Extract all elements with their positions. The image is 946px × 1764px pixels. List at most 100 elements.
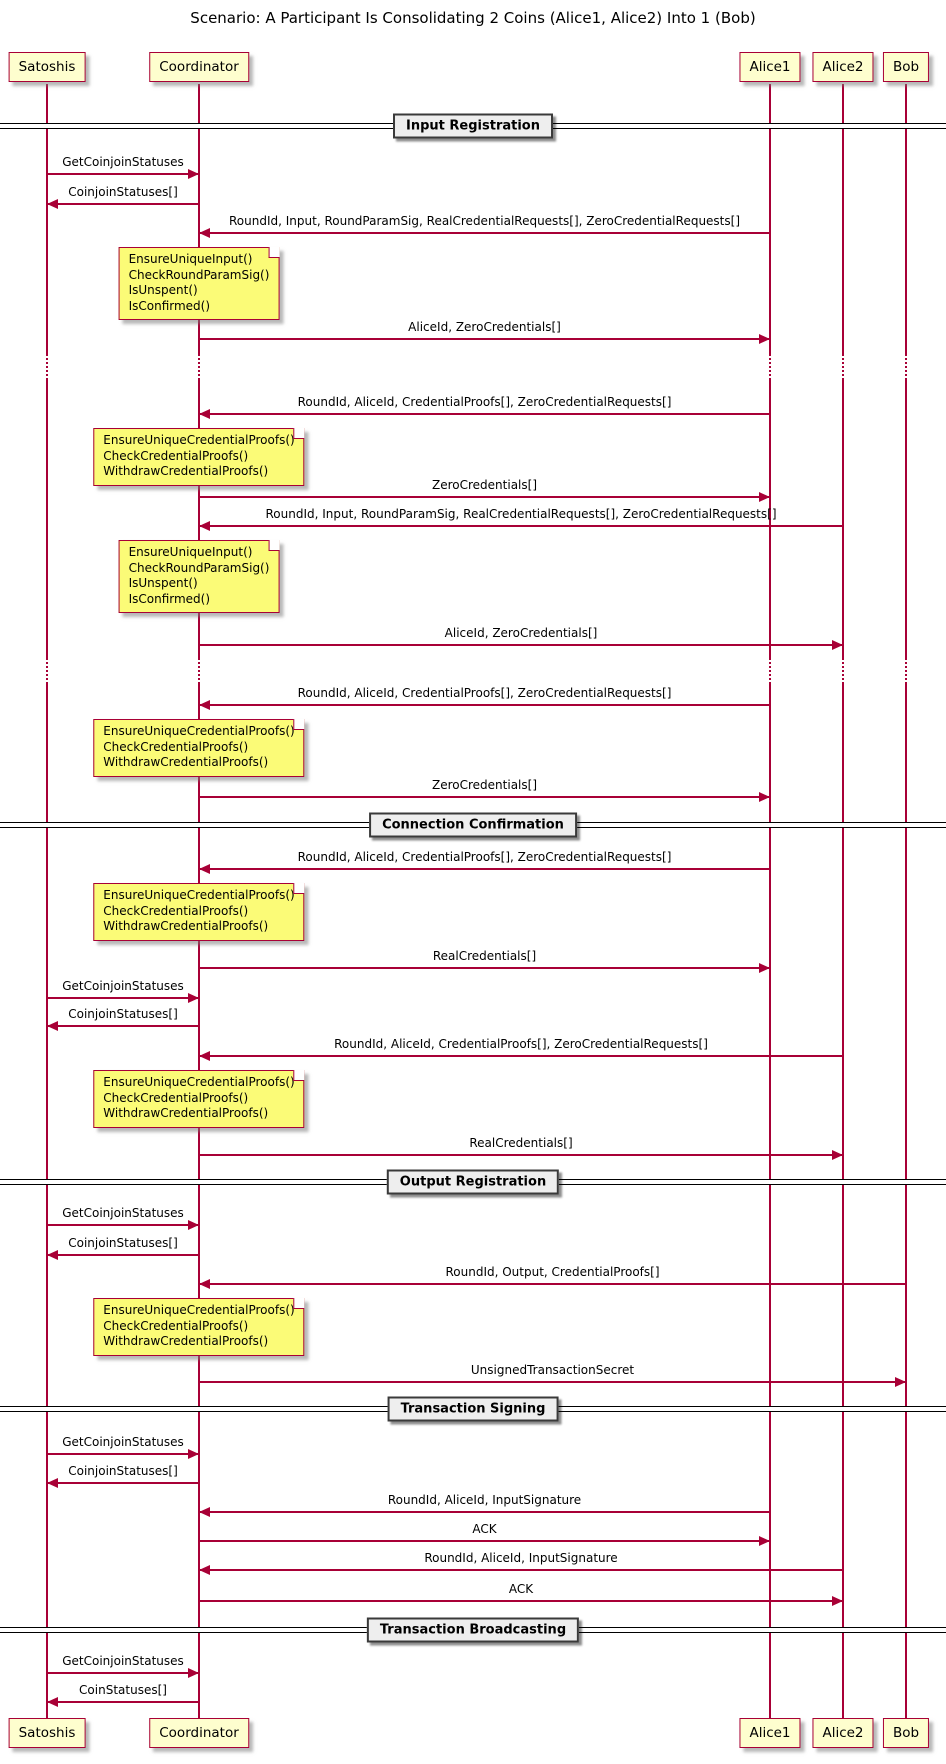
message-arrowhead [759,333,770,344]
message-label: GetCoinjoinStatuses [62,1435,184,1449]
message-arrowhead [199,1564,210,1575]
section-divider-label: Transaction Broadcasting [366,1617,580,1643]
note-line: EnsureUniqueInput() [128,252,253,266]
note-line: EnsureUniqueCredentialProofs() [103,433,295,447]
note-line: WithdrawCredentialProofs() [103,919,269,933]
message-arrowhead [188,1667,199,1678]
message-arrowhead [199,699,210,710]
message-label: ACK [508,1582,534,1596]
participant-box-bottom-coordinator: Coordinator [149,1718,249,1748]
note-line: CheckCredentialProofs() [103,739,249,754]
message-line [199,496,770,498]
message-arrowhead [47,198,58,209]
message-line [199,1154,843,1156]
delay-band [0,354,946,380]
message-line [199,1381,906,1383]
message-line [199,1055,843,1057]
message-arrowhead [188,992,199,1003]
message-line [47,1482,199,1484]
note-line: CheckCredentialProofs() [103,1090,249,1105]
note-fold-corner [268,247,280,258]
message-label: AliceId, ZeroCredentials[] [444,626,598,640]
message-line [47,997,199,999]
note-line: EnsureUniqueInput() [128,545,253,559]
note-fold-corner [293,428,305,439]
message-label: ACK [472,1522,497,1536]
participant-box-bottom-alice2: Alice2 [812,1718,874,1748]
note-fold-corner [293,1298,305,1309]
lifeline-bob [905,84,907,1718]
message-label: CoinjoinStatuses[] [68,1007,178,1021]
delay-dotted-lifeline [769,658,771,684]
message-arrowhead [188,168,199,179]
message-arrowhead [199,408,210,419]
delay-dotted-lifeline [905,354,907,380]
delay-dotted-lifeline [905,658,907,684]
message-arrowhead [759,1535,770,1546]
message-label: AliceId, ZeroCredentials[] [408,320,561,334]
message-label: RoundId, Input, RoundParamSig, RealCrede… [265,507,777,521]
message-line [47,173,199,175]
message-arrowhead [199,520,210,531]
message-arrowhead [199,1050,210,1061]
delay-dotted-lifeline [46,658,48,684]
message-label: UnsignedTransactionSecret [470,1363,635,1377]
note-line: EnsureUniqueCredentialProofs() [103,724,295,738]
note-line: IsConfirmed() [128,591,211,606]
note: EnsureUniqueCredentialProofs()CheckCrede… [93,428,305,486]
delay-dotted-lifeline [842,354,844,380]
message-label: RoundId, AliceId, CredentialProofs[], Ze… [334,1037,708,1051]
note-line: CheckRoundParamSig() [128,267,270,282]
participant-box-bottom-satoshis: Satoshis [8,1718,86,1748]
message-arrowhead [832,1149,843,1160]
message-arrowhead [832,639,843,650]
note-line: WithdrawCredentialProofs() [103,755,269,769]
message-arrowhead [199,1278,210,1289]
message-label: CoinjoinStatuses[] [68,185,178,199]
message-line [199,868,770,870]
note-line: CheckCredentialProofs() [103,1318,249,1333]
message-line [199,644,843,646]
participant-box-bottom-bob: Bob [882,1718,930,1748]
message-label: CoinjoinStatuses[] [68,1236,178,1250]
message-line [199,232,770,234]
message-arrowhead [47,1477,58,1488]
message-label: RoundId, Output, CredentialProofs[] [445,1265,660,1279]
message-arrowhead [199,1506,210,1517]
message-label: GetCoinjoinStatuses [62,979,184,993]
message-arrowhead [759,791,770,802]
message-line [199,1569,843,1571]
note-line: IsUnspent() [128,576,198,590]
note: EnsureUniqueInput()CheckRoundParamSig() I… [118,247,280,320]
delay-dotted-lifeline [769,354,771,380]
participant-box-top-coordinator: Coordinator [149,52,249,82]
lifeline-alice2 [842,84,844,1718]
delay-dotted-lifeline [198,658,200,684]
message-label: RealCredentials[] [432,949,537,963]
lifeline-alice1 [769,84,771,1718]
note-line: WithdrawCredentialProofs() [103,464,269,478]
note: EnsureUniqueCredentialProofs()CheckCrede… [93,883,305,941]
note-line: WithdrawCredentialProofs() [103,1106,269,1120]
message-line [199,967,770,969]
message-line [199,704,770,706]
message-label: RoundId, AliceId, CredentialProofs[], Ze… [297,686,672,700]
participant-box-top-bob: Bob [882,52,930,82]
message-label: RoundId, AliceId, InputSignature [424,1551,618,1565]
message-line [199,1511,770,1513]
note-line: IsConfirmed() [128,298,211,313]
lifeline-satoshis [46,84,48,1718]
message-label: RoundId, AliceId, CredentialProofs[], Ze… [297,850,672,864]
message-line [199,1600,843,1602]
message-line [199,338,770,340]
message-label: GetCoinjoinStatuses [62,1654,184,1668]
message-line [199,1283,906,1285]
message-line [47,1025,199,1027]
message-label: RoundId, Input, RoundParamSig, RealCrede… [228,214,741,228]
message-line [199,525,843,527]
note-line: EnsureUniqueCredentialProofs() [103,1075,295,1089]
message-line [47,1453,199,1455]
participant-box-top-alice1: Alice1 [739,52,801,82]
message-arrowhead [832,1595,843,1606]
note-fold-corner [293,719,305,730]
